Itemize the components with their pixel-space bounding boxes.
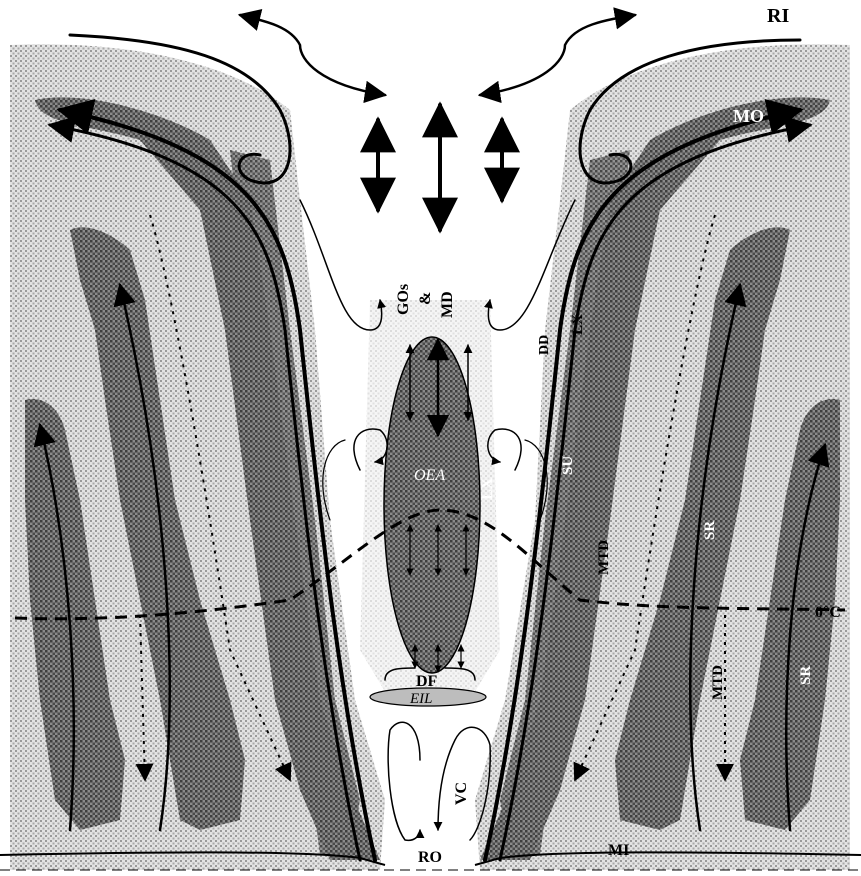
- label-ro: RO: [418, 849, 442, 866]
- label-dd: DD: [537, 335, 552, 355]
- label-lx-top: LX: [570, 314, 586, 335]
- label-md: MD: [439, 291, 456, 318]
- label-eil: EIL: [409, 691, 433, 707]
- label-oea: OEA: [414, 467, 445, 484]
- label-sr-left: SR: [702, 521, 718, 540]
- label-ri: RI: [767, 5, 789, 27]
- oea-ellipse: [384, 337, 480, 673]
- label-zero-c: 0°C: [815, 604, 841, 621]
- label-mi: MI: [608, 842, 629, 859]
- label-su: SU: [560, 456, 576, 475]
- outflow-arrow-right: [480, 15, 635, 95]
- label-gos: GOs: [395, 284, 412, 315]
- label-vc: VC: [453, 782, 470, 805]
- label-df: DF: [416, 673, 438, 690]
- label-mo: MO: [733, 106, 764, 126]
- label-amp: &: [417, 292, 434, 305]
- label-sr-right: SR: [798, 666, 814, 685]
- label-mtd-right: MTD: [710, 665, 726, 700]
- label-mtd-center: MTD: [596, 540, 612, 575]
- label-lx-mid: LX: [479, 477, 496, 500]
- outflow-arrow-left: [240, 15, 385, 95]
- vc-loop-left: [388, 722, 420, 840]
